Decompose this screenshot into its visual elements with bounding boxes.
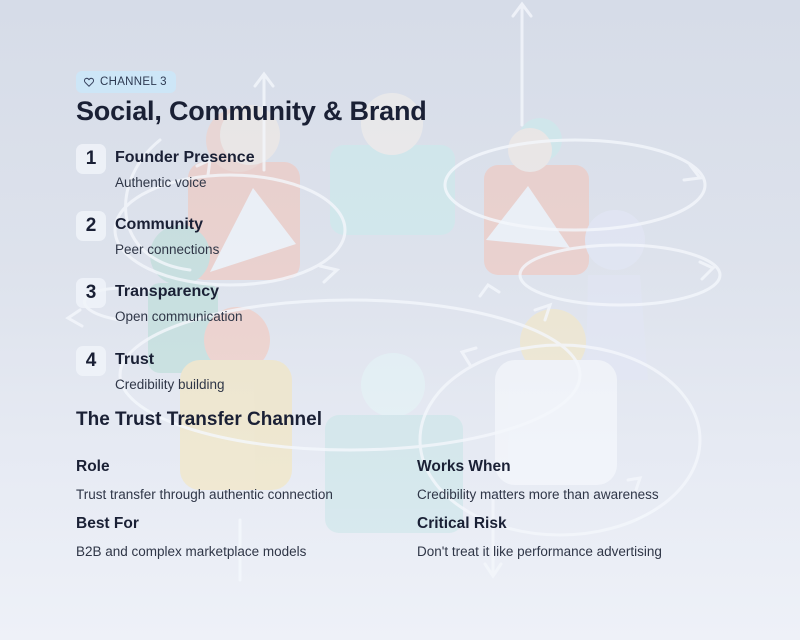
detail-label-critical-risk: Critical Risk [417,515,507,532]
detail-value-best-for: B2B and complex marketplace models [76,544,307,559]
section-title: The Trust Transfer Channel [76,409,322,430]
step-subtitle: Credibility building [115,377,225,392]
detail-value-role: Trust transfer through authentic connect… [76,487,333,502]
channel-panel: CHANNEL 3 Social, Community & Brand 1 Fo… [76,0,756,640]
step-title: Founder Presence [115,149,255,166]
step-trust: 4 Trust Credibility building [76,346,376,402]
step-number: 1 [76,144,106,174]
detail-label-role: Role [76,458,110,475]
page-title: Social, Community & Brand [76,96,427,126]
step-subtitle: Authentic voice [115,175,207,190]
step-transparency: 3 Transparency Open communication [76,278,376,334]
badge-label: CHANNEL 3 [100,76,167,88]
step-subtitle: Peer connections [115,242,220,257]
channel-badge: CHANNEL 3 [76,71,176,93]
step-number: 3 [76,278,106,308]
step-title: Community [115,216,203,233]
step-founder-presence: 1 Founder Presence Authentic voice [76,144,376,200]
step-number: 4 [76,346,106,376]
detail-label-works-when: Works When [417,458,511,475]
heart-icon [83,77,95,87]
detail-label-best-for: Best For [76,515,139,532]
step-title: Trust [115,351,155,368]
step-title: Transparency [115,283,220,300]
detail-value-critical-risk: Don't treat it like performance advertis… [417,544,662,559]
step-subtitle: Open communication [115,309,243,324]
step-community: 2 Community Peer connections [76,211,376,267]
step-number: 2 [76,211,106,241]
detail-value-works-when: Credibility matters more than awareness [417,487,659,502]
